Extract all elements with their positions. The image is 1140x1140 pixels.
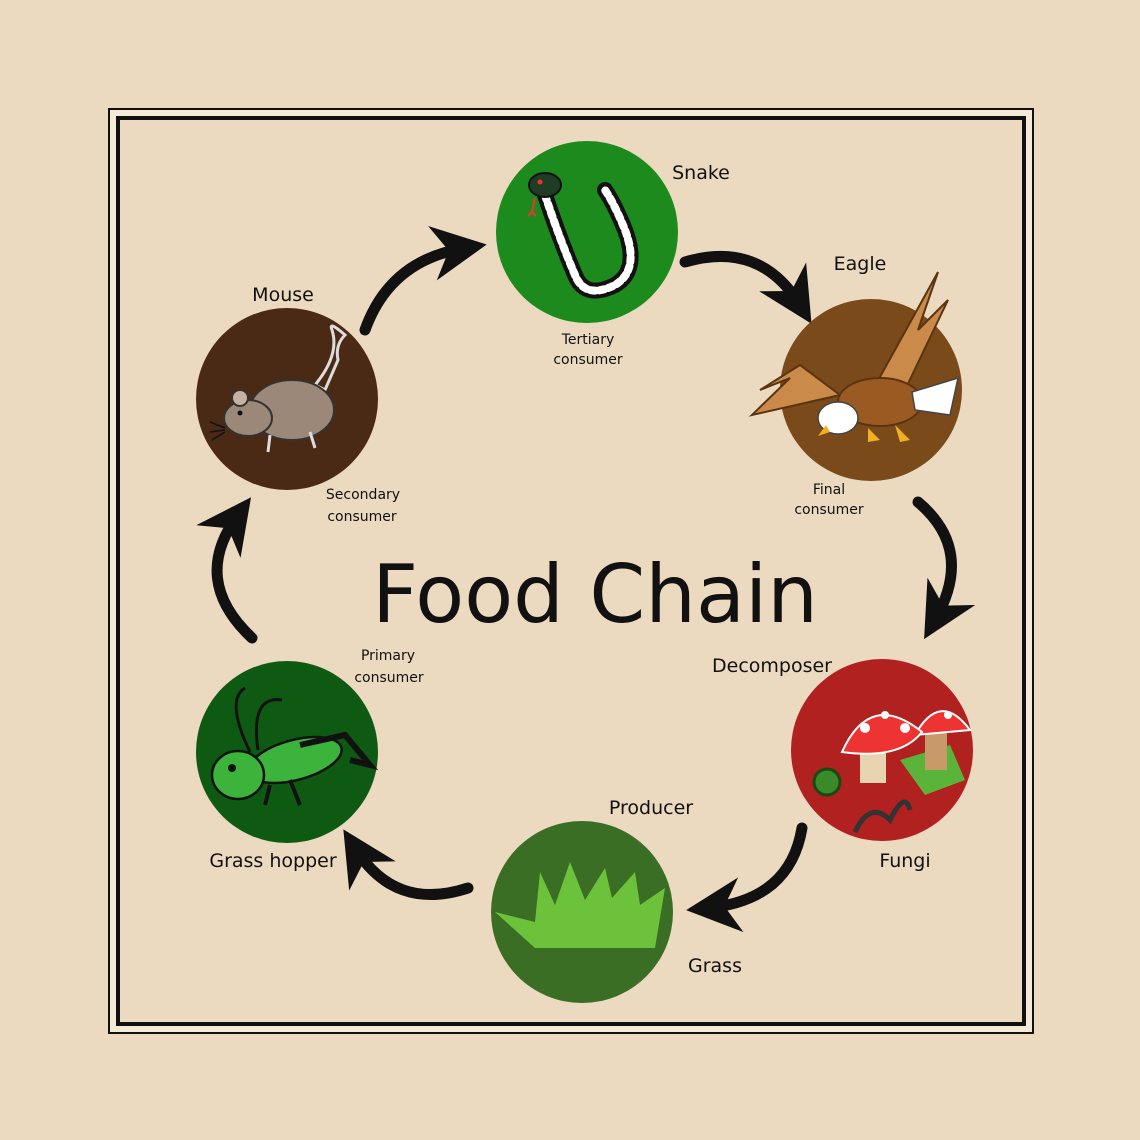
arrow-mouse-to-snake bbox=[359, 226, 487, 336]
node-decomposer: Decomposer Fungi bbox=[712, 655, 973, 872]
node-producer: Producer Grass bbox=[491, 797, 742, 1003]
grass-role: Producer bbox=[609, 797, 693, 819]
snake-role-line2: consumer bbox=[553, 352, 623, 368]
diagram-title: Food Chain bbox=[372, 548, 818, 641]
grasshopper-name: Grass hopper bbox=[209, 850, 336, 872]
mouse-name: Mouse bbox=[252, 284, 314, 306]
snake-icon bbox=[527, 172, 639, 299]
fungi-role: Decomposer bbox=[712, 655, 832, 677]
arrow-snake-to-eagle bbox=[679, 250, 812, 324]
snake-role-line1: Tertiary bbox=[561, 332, 615, 348]
grasshopper-role-line2: consumer bbox=[354, 670, 424, 686]
eagle-role-line1: Final bbox=[813, 482, 845, 498]
diagram-frame bbox=[116, 116, 1026, 1026]
eagle-name: Eagle bbox=[834, 253, 887, 275]
mouse-role-line2: consumer bbox=[327, 509, 397, 525]
node-primary: Grass hopper Primary consumer bbox=[196, 648, 424, 872]
mushroom-icon bbox=[812, 710, 972, 834]
node-secondary: Mouse Secondary consumer bbox=[196, 284, 400, 525]
mouse-role-line1: Secondary bbox=[326, 487, 400, 503]
node-eagle: Eagle Final consumer bbox=[748, 253, 962, 518]
eagle-icon bbox=[748, 271, 960, 442]
grasshopper-icon bbox=[210, 686, 379, 806]
eagle-role-line2: consumer bbox=[794, 502, 864, 518]
mouse-icon bbox=[209, 324, 348, 453]
node-snake: Snake Tertiary consumer bbox=[496, 141, 730, 368]
arrow-grasshopper-to-mouse bbox=[196, 497, 258, 644]
arrow-fungi-to-grass bbox=[686, 822, 808, 933]
grass-icon bbox=[495, 862, 665, 948]
arrow-grass-to-grasshopper bbox=[343, 829, 474, 900]
grasshopper-role-line1: Primary bbox=[361, 648, 415, 664]
snake-name: Snake bbox=[672, 162, 730, 184]
arrow-eagle-to-fungi bbox=[912, 496, 976, 640]
fungi-name: Fungi bbox=[879, 850, 930, 872]
grass-name: Grass bbox=[688, 955, 742, 977]
